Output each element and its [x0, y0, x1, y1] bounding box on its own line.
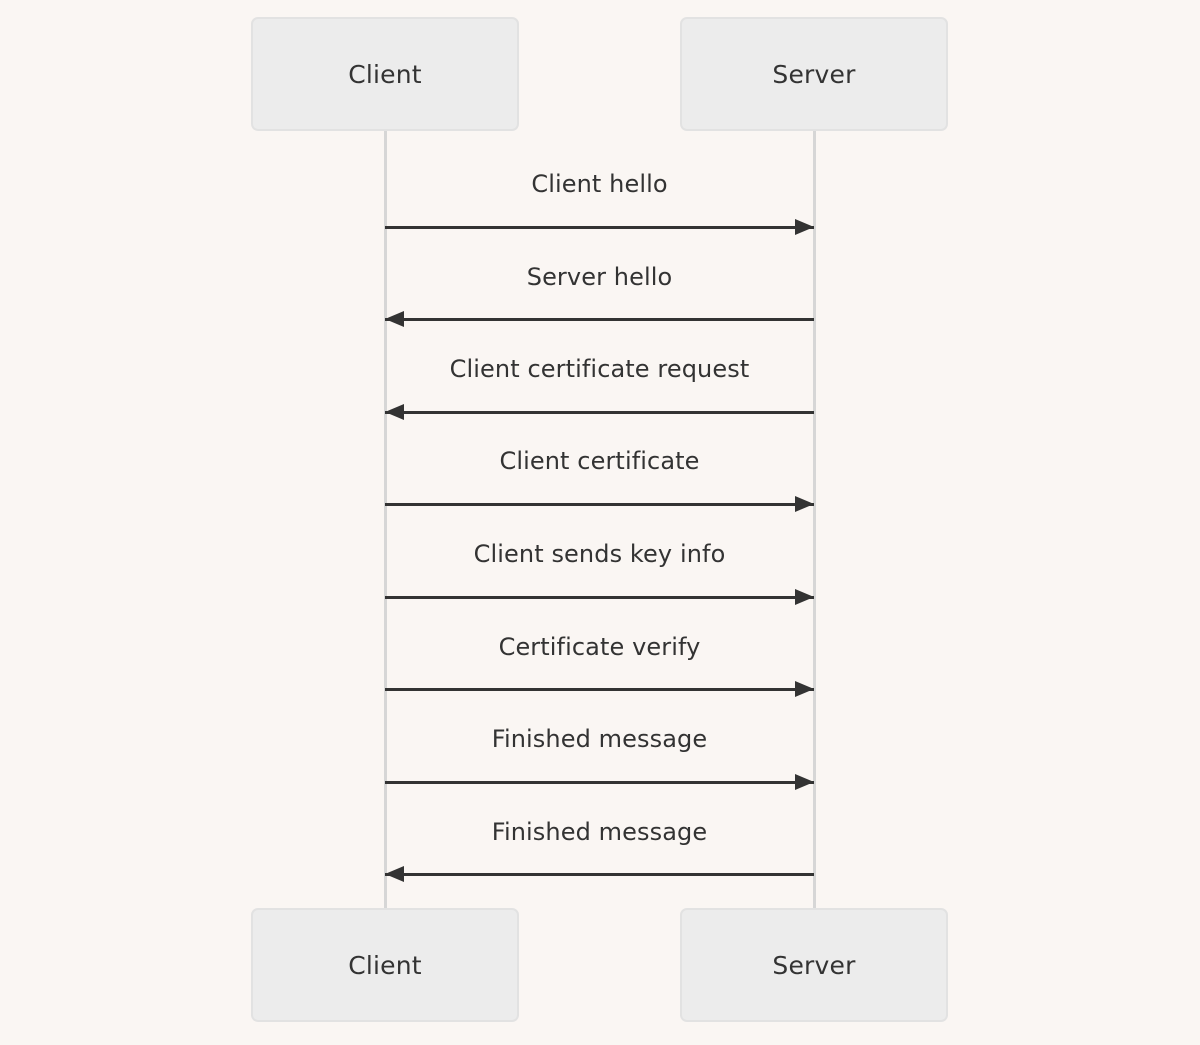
message-line — [385, 503, 814, 506]
participant-box-client-bottom[interactable]: Client — [251, 908, 519, 1022]
message-label: Server hello — [526, 263, 673, 291]
arrowhead-right-icon — [795, 219, 814, 235]
participant-label: Server — [772, 950, 856, 980]
arrowhead-left-icon — [385, 404, 404, 420]
message-label: Client hello — [531, 170, 668, 198]
message-label: Finished message — [491, 725, 708, 753]
participant-box-server-top[interactable]: Server — [680, 17, 948, 131]
message-line — [385, 596, 814, 599]
participant-box-server-bottom[interactable]: Server — [680, 908, 948, 1022]
message-line — [385, 781, 814, 784]
message-line — [385, 411, 814, 414]
message-line — [385, 873, 814, 876]
arrowhead-right-icon — [795, 774, 814, 790]
message-label: Certificate verify — [498, 633, 701, 661]
lifeline-client — [383, 131, 387, 908]
participant-label: Client — [348, 59, 422, 89]
message-label: Client certificate request — [449, 355, 750, 383]
participant-box-client-top[interactable]: Client — [251, 17, 519, 131]
message-label: Client certificate — [499, 447, 700, 475]
message-label: Finished message — [491, 818, 708, 846]
participant-label: Server — [772, 59, 856, 89]
lifeline-server — [812, 131, 816, 908]
arrowhead-left-icon — [385, 311, 404, 327]
message-label: Client sends key info — [473, 540, 726, 568]
participant-label: Client — [348, 950, 422, 980]
arrowhead-right-icon — [795, 589, 814, 605]
arrowhead-right-icon — [795, 681, 814, 697]
message-line — [385, 318, 814, 321]
message-line — [385, 226, 814, 229]
message-line — [385, 688, 814, 691]
arrowhead-right-icon — [795, 496, 814, 512]
arrowhead-left-icon — [385, 866, 404, 882]
